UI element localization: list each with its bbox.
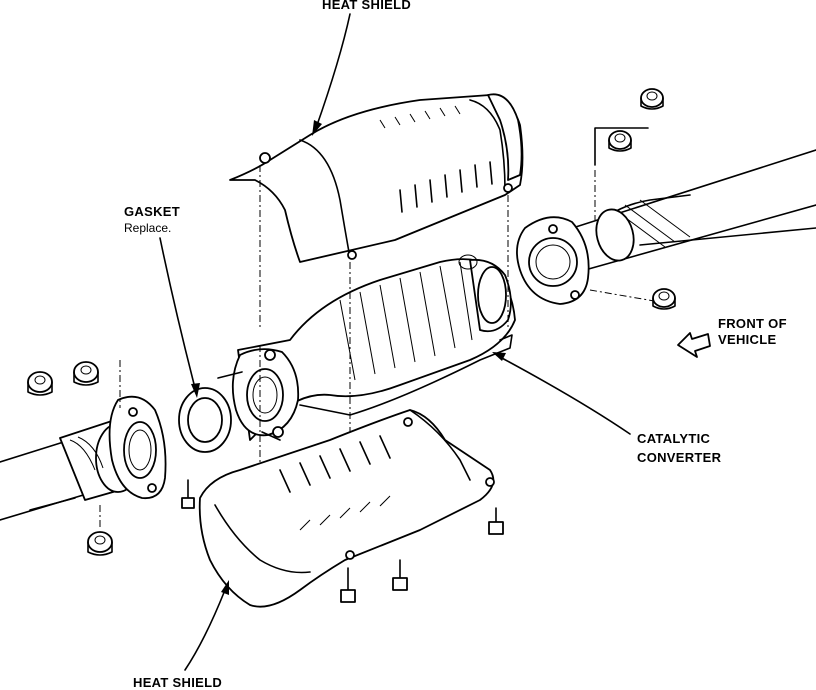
nut-top-right-2 [608, 130, 632, 152]
label-gasket: GASKET [124, 204, 180, 219]
label-front-of-vehicle-1: FRONT OF [718, 316, 787, 331]
label-front-of-vehicle-2: VEHICLE [718, 332, 776, 347]
label-heat-shield-top: HEAT SHIELD [322, 0, 411, 12]
label-heat-shield-bottom: HEAT SHIELD [133, 675, 222, 690]
bolt-left [181, 479, 195, 509]
rear-flange [516, 216, 590, 305]
front-flange [108, 395, 167, 500]
catalytic-converter [217, 254, 516, 441]
front-of-vehicle-arrow-icon [677, 332, 711, 358]
rear-exhaust-pipe [559, 149, 816, 271]
bolt-bottom-2 [392, 559, 408, 591]
label-catalytic-2: CONVERTER [637, 450, 722, 465]
top-shield-vents [379, 105, 493, 213]
nut-left-1 [27, 371, 53, 396]
gasket [178, 387, 232, 453]
leader-lines [159, 13, 631, 671]
nut-left-bottom [87, 531, 113, 556]
guide-line [589, 289, 661, 303]
label-catalytic-1: CATALYTIC [637, 431, 711, 446]
bottom-shield-vents [279, 435, 391, 531]
heat-shield-bottom [198, 409, 495, 608]
nut-guide [594, 127, 649, 166]
heat-shield-top [229, 93, 524, 263]
label-gasket-note: Replace. [124, 221, 171, 235]
nut-top-right-1 [640, 88, 664, 110]
bolt-right [488, 507, 504, 535]
nut-right [652, 288, 676, 310]
bolt-bottom-1 [340, 567, 356, 603]
nut-left-2 [73, 361, 99, 386]
